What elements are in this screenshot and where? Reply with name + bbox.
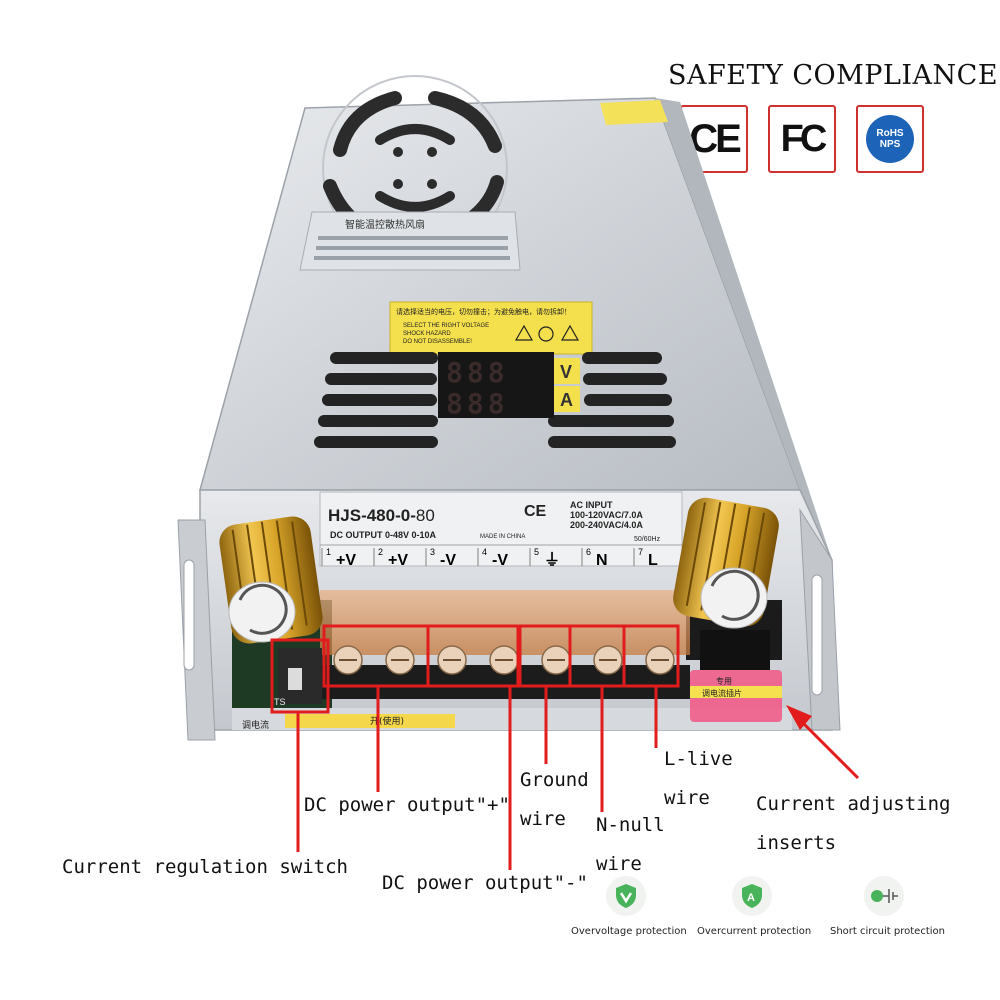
terminal-label: +V [388, 552, 408, 569]
warning-triangle-icon [514, 324, 534, 341]
bottom-label-text: 调电流 [242, 719, 269, 731]
fcc-mark-icon: FC [780, 117, 828, 160]
model-text: HJS-480-0-80 [328, 506, 435, 525]
overvoltage-shield-icon [606, 876, 646, 916]
n-null-wire-label-2: wire [596, 853, 642, 875]
terminal-number: 1 [326, 547, 331, 557]
dc-output-plus-label: DC power output"+" [304, 794, 510, 816]
n-highlight-box [568, 624, 626, 688]
terminal-number: 2 [378, 547, 383, 557]
ce-mark-icon: CE [689, 116, 742, 161]
l-live-wire-label-1: L-live [664, 748, 733, 770]
frequency-text: 50/60Hz [634, 536, 661, 543]
fan-panel-title: 智能温控散热风扇 [345, 218, 425, 231]
overvoltage-protection-label: Overvoltage protection [571, 926, 687, 937]
label-ce-mark: CE [524, 503, 547, 520]
terminal-label: N [596, 552, 608, 569]
terminal-label: L [648, 552, 658, 569]
switch-code-text: TS [274, 697, 286, 707]
voltage-unit: V [560, 362, 572, 382]
current-regulation-switch-label: Current regulation switch [62, 856, 348, 878]
insert-label-text: 调电流插片 [702, 688, 742, 698]
ac-input-title: AC INPUT [570, 500, 613, 510]
fcc-mark-badge: FC [768, 105, 836, 173]
vent-slots [314, 352, 676, 448]
terminal-cover [320, 590, 690, 655]
ac-input-line1: 100-120VAC/7.0A [570, 510, 643, 520]
terminal-label: ⏚ [544, 551, 560, 569]
terminal-number: 7 [638, 547, 643, 557]
rohs-mark-badge: RoHS NPS [856, 105, 924, 173]
top-yellow-sticker [600, 100, 668, 125]
connector-housing [700, 630, 770, 670]
terminal-number: 3 [430, 547, 435, 557]
power-supply-illustration: 智能温控散热风扇 请选择适当的电压，切勿撞击；为避免触电，请勿拆卸！ SELEC… [177, 75, 841, 741]
ground-highlight-box [516, 624, 572, 688]
terminal-number: 5 [534, 547, 539, 557]
svg-text:A: A [747, 892, 755, 904]
current-adjusting-label-1: Current adjusting [756, 793, 951, 815]
dc-plus-highlight-box [322, 624, 430, 688]
left-knob [219, 516, 323, 644]
current-unit: A [560, 390, 573, 410]
insert-arrowhead-icon [786, 705, 812, 730]
switch-highlight-box [270, 638, 330, 714]
terminal-label: +V [336, 552, 356, 569]
right-knob [673, 497, 779, 629]
ground-wire-label-1: Ground [520, 769, 589, 791]
n-null-wire-label-1: N-null [596, 814, 665, 836]
l-highlight-box [622, 624, 680, 688]
safety-compliance-title: SAFETY COMPLIANCE [668, 60, 999, 91]
warning-cn-text: 请选择适当的电压，切勿撞击；为避免触电，请勿拆卸！ [396, 307, 571, 316]
insert-tag-text: 专用 [716, 676, 732, 686]
hazard-triangle-icon [560, 324, 580, 341]
terminal-label: -V [492, 552, 508, 569]
warning-sticker [389, 301, 593, 355]
model-label [319, 491, 683, 567]
voltage-digits: 888 [446, 356, 509, 389]
no-touch-icon [538, 326, 554, 342]
made-in-text: MADE IN CHINA [480, 534, 525, 540]
short-circuit-icon [864, 876, 904, 916]
terminal-number: 4 [482, 547, 487, 557]
short-circuit-protection-label: Short circuit protection [830, 926, 945, 937]
rohs-mark-icon: RoHS NPS [866, 115, 914, 163]
l-live-wire-label-2: wire [664, 787, 710, 809]
dc-output-minus-label: DC power output"-" [382, 872, 588, 894]
ground-wire-label-2: wire [520, 808, 566, 830]
ac-input-line2: 200-240VAC/4.0A [570, 520, 643, 530]
digital-display [438, 352, 554, 418]
terminal-label: -V [440, 552, 456, 569]
insert-leader-line [798, 718, 860, 780]
warning-en-1: SELECT THE RIGHT VOLTAGE [403, 323, 489, 329]
terminal-number: 6 [586, 547, 591, 557]
case-right-side [655, 98, 832, 560]
overcurrent-shield-icon: A [732, 876, 772, 916]
overcurrent-protection-label: Overcurrent protection [697, 926, 812, 937]
warning-en-2: SHOCK HAZARD [403, 331, 451, 337]
current-adjusting-label-2: inserts [756, 832, 837, 854]
dc-minus-highlight-box [426, 624, 522, 688]
current-digits: 888 [446, 387, 509, 420]
dc-output-text: DC OUTPUT 0-48V 0-10A [330, 530, 437, 540]
warning-en-3: DO NOT DISASSEMBLE! [403, 339, 472, 345]
rohs-text: RoHS [876, 128, 904, 139]
fan-info-label [299, 211, 521, 271]
nps-text: NPS [879, 139, 901, 150]
